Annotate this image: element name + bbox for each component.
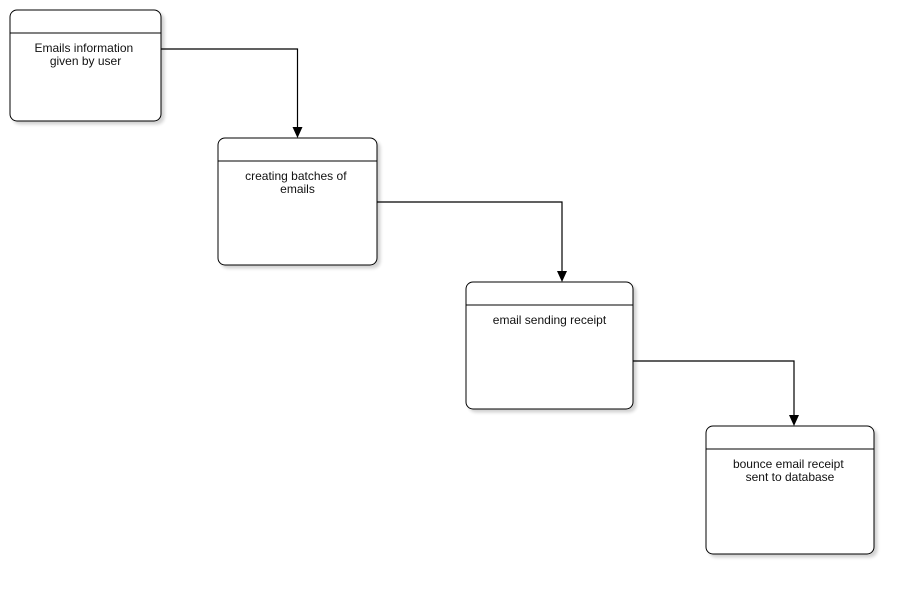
process-node-user-emails[interactable] <box>9 9 162 122</box>
arrowhead-icon <box>292 127 303 138</box>
process-node-batch-emails[interactable] <box>217 137 378 266</box>
node-label-user-emails: Emails information given by user <box>34 41 136 68</box>
arrowhead-icon <box>789 415 799 426</box>
connector-batch-to-send[interactable] <box>377 201 567 282</box>
process-node-send-receipt[interactable] <box>465 281 634 410</box>
arrowhead-icon <box>557 271 567 282</box>
process-node-bounce-receipt[interactable] <box>705 425 875 555</box>
connector-user-to-batch[interactable] <box>161 48 303 138</box>
node-label-batch-emails: creating batches of emails <box>245 169 350 196</box>
connector-send-to-bounce[interactable] <box>633 360 799 426</box>
node-label-send-receipt: email sending receipt <box>493 313 607 327</box>
node-label-bounce-receipt: bounce email receipt sent to database <box>733 457 847 484</box>
